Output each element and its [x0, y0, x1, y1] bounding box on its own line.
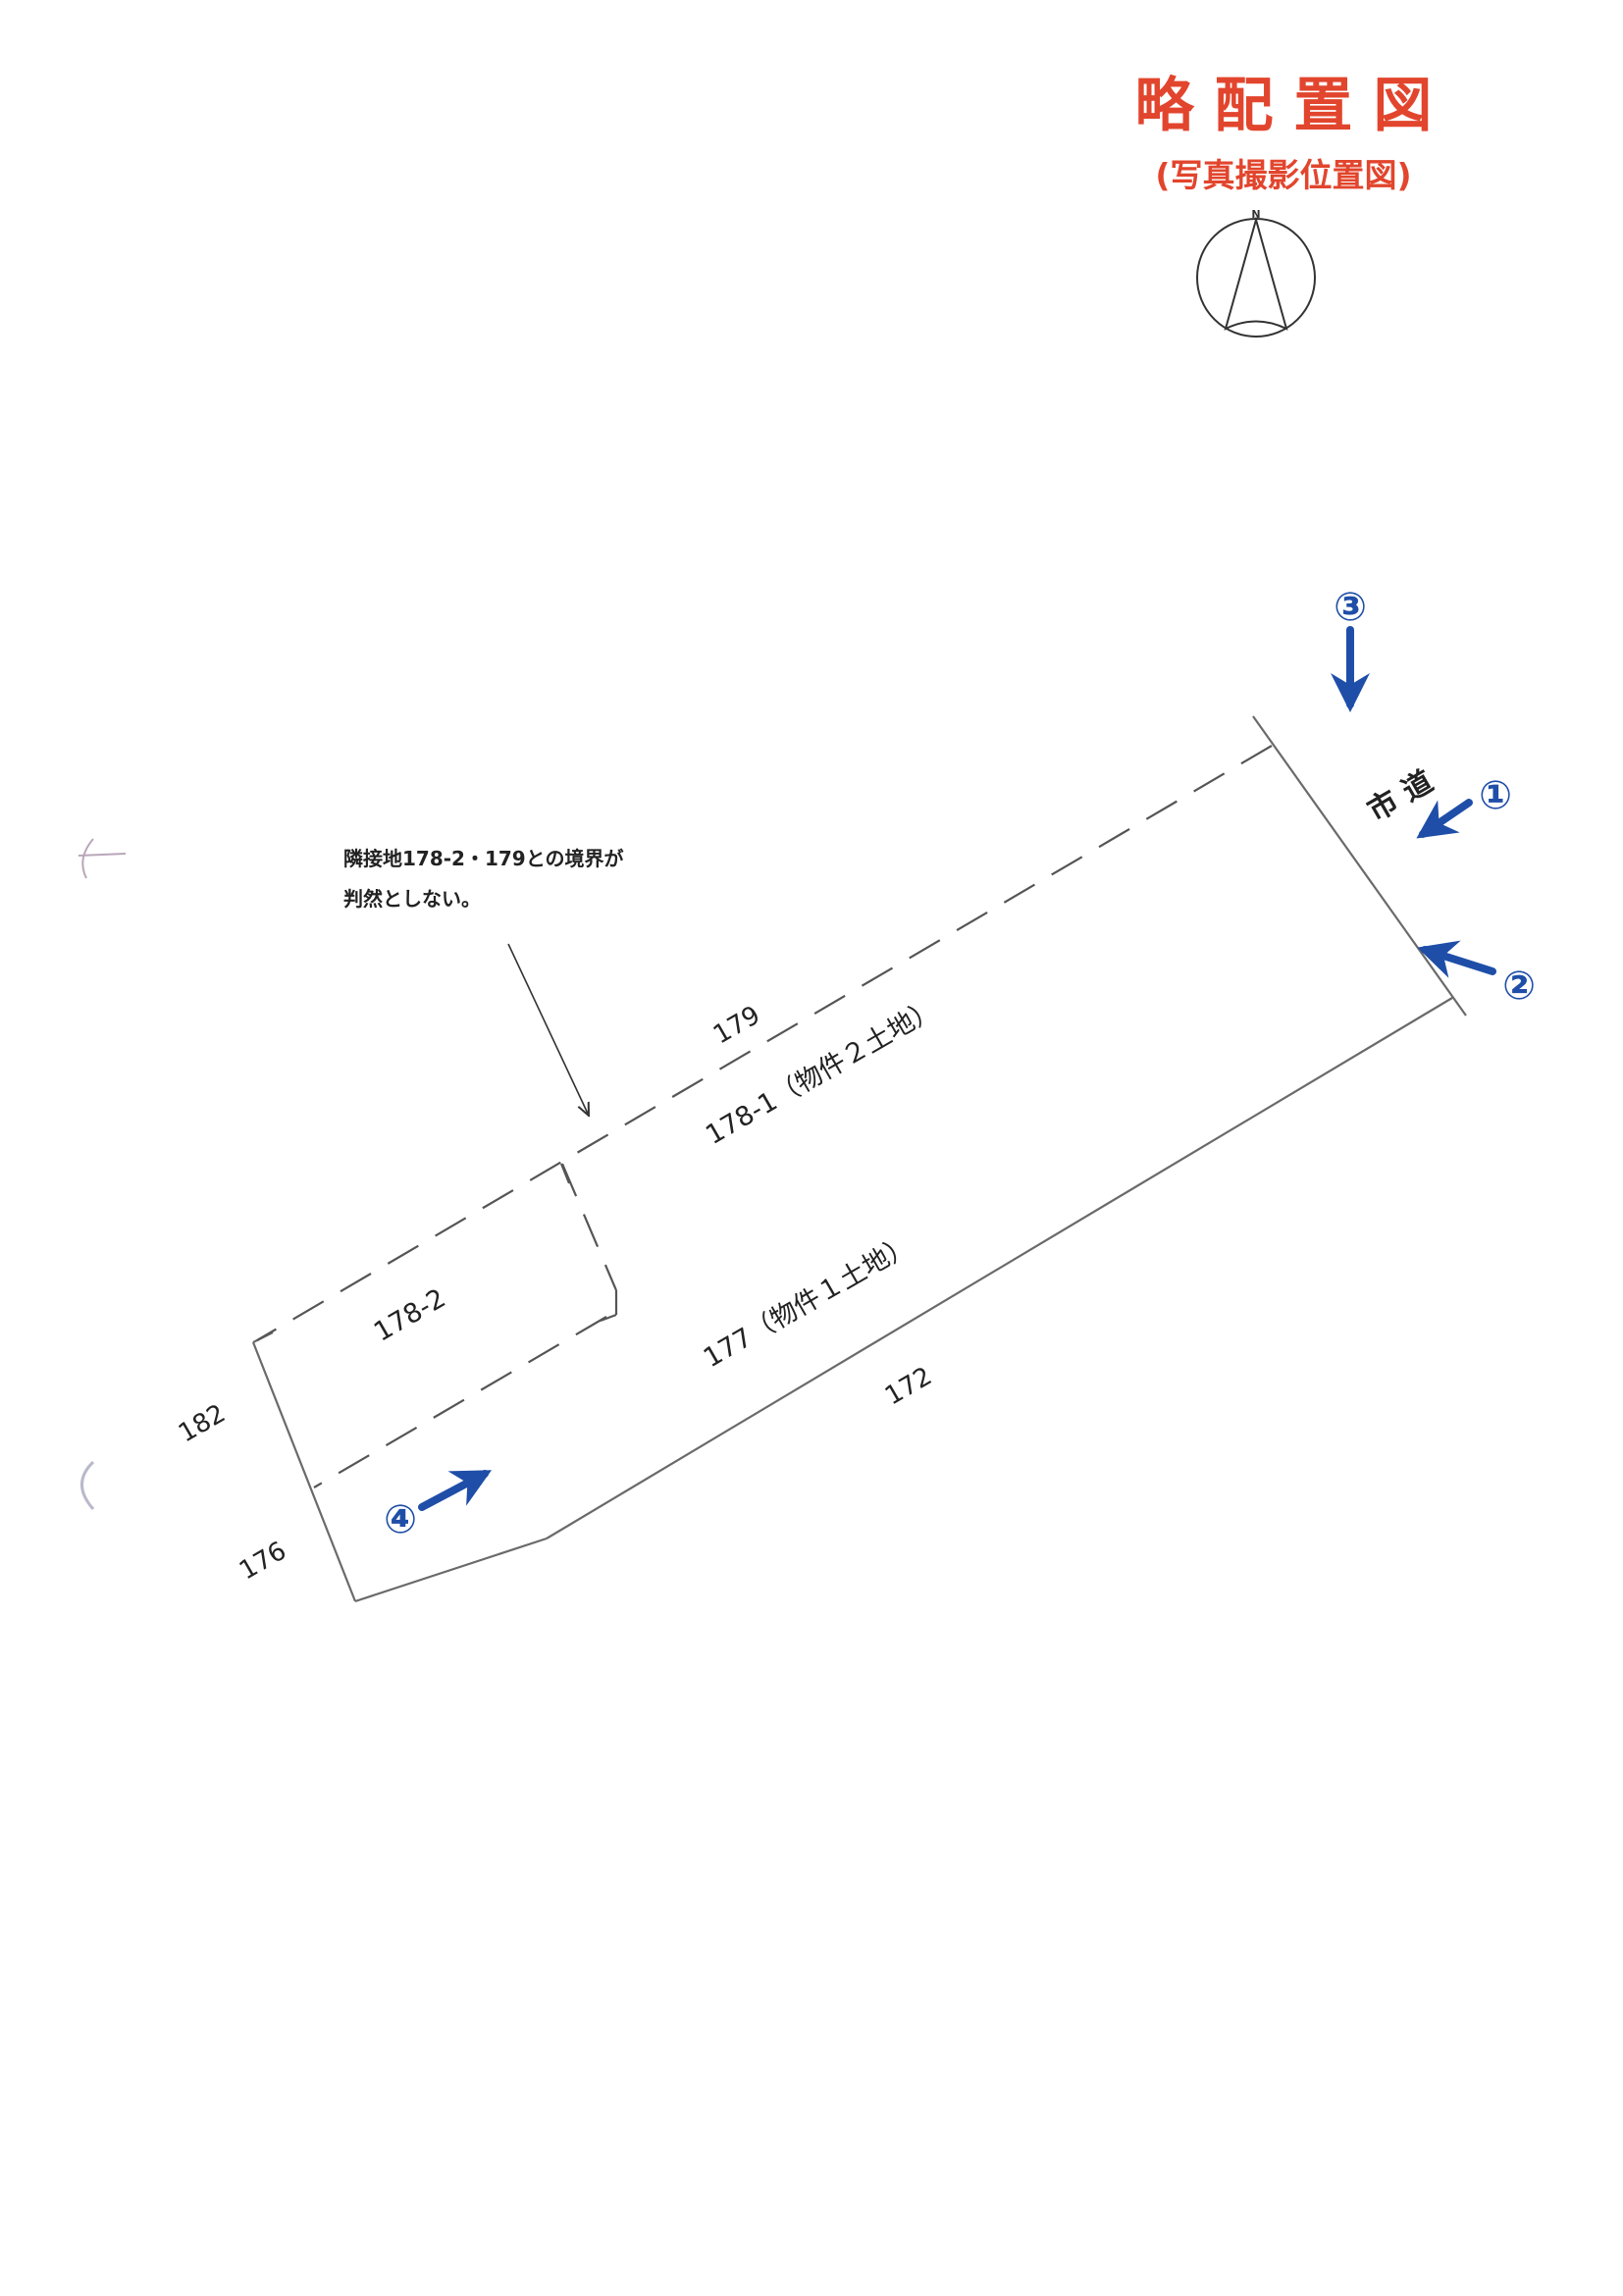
photo-marker-2-arrow	[1417, 940, 1496, 978]
photo-marker-3: ③	[1331, 585, 1370, 712]
parcel-label-179: 179	[708, 1001, 765, 1051]
boundary-note-line2: 判然としない。	[343, 887, 481, 911]
binding-mark-bottom	[80, 1460, 95, 1510]
parcel-label-176: 176	[235, 1537, 291, 1587]
photo-marker-4-arrow	[418, 1470, 493, 1511]
note-leader-arrow	[507, 943, 589, 1116]
parcel-label-182: 182	[174, 1399, 231, 1449]
photo-marker-1-number: ①	[1479, 773, 1512, 818]
photo-marker-2: ②	[1417, 940, 1536, 1009]
page-subtitle: (写真撮影位置図)	[1155, 156, 1411, 194]
dashed-corner-ticks	[559, 1163, 618, 1323]
parcel-label-177: 177（物件１土地）	[699, 1229, 918, 1374]
parcel-label-178-2: 178-2	[369, 1283, 450, 1348]
road-label: 市 道	[1362, 764, 1440, 829]
binding-mark-top	[78, 838, 127, 879]
photo-marker-2-number: ②	[1502, 964, 1536, 1009]
photo-marker-4: ④	[384, 1470, 493, 1542]
photo-marker-4-number: ④	[384, 1497, 417, 1542]
parcel-label-172: 172	[880, 1362, 937, 1412]
photo-marker-1-arrow	[1416, 799, 1473, 839]
north-compass-icon: N	[1196, 208, 1316, 338]
boundary-note-line1: 隣接地178-2・179との境界が	[343, 847, 624, 870]
photo-marker-1: ①	[1416, 773, 1512, 839]
compass-north-label: N	[1251, 208, 1260, 221]
dashed-boundaries	[256, 745, 1273, 1488]
page-title: 略 配 置 図	[1135, 72, 1433, 140]
photo-marker-3-number: ③	[1334, 585, 1367, 630]
